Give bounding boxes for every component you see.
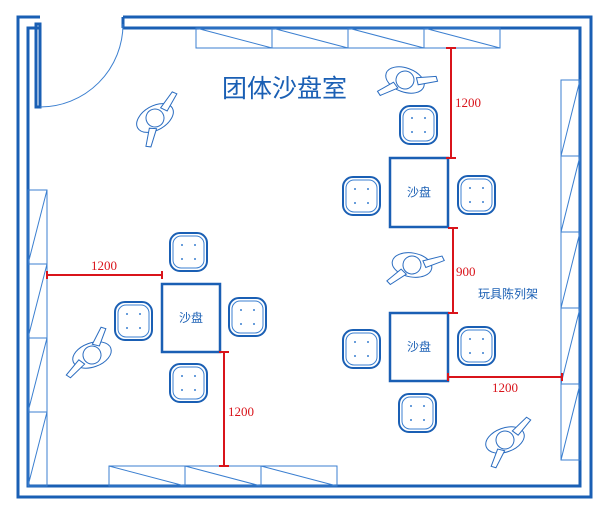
right-shelf <box>560 155 581 233</box>
door-leaf <box>34 22 42 109</box>
right-shelf <box>560 79 581 157</box>
dimension-label: 900 <box>456 264 476 279</box>
left-shelf <box>27 263 48 339</box>
shelf-label: 玩具陈列架 <box>478 286 538 301</box>
sandtray-table: 沙盘 <box>160 282 222 354</box>
stool <box>169 363 208 403</box>
right-shelf <box>560 307 581 385</box>
bottom-cabinet <box>184 465 262 487</box>
dimension-line: 1200 <box>446 47 481 159</box>
table-label: 沙盘 <box>407 339 431 354</box>
dimension-line: 1200 <box>219 351 254 467</box>
dimension-lines: 1200 900 1200 1200 1200 <box>46 47 563 467</box>
dimension-label: 1200 <box>228 404 254 419</box>
door-swing-arc <box>39 23 124 108</box>
person-figure <box>376 66 439 97</box>
room-title: 团体沙盘室 <box>222 74 347 103</box>
people <box>65 66 532 469</box>
stool <box>457 326 496 366</box>
dimension-label: 1200 <box>492 380 518 395</box>
stool <box>398 393 437 433</box>
bottom-cabinet <box>260 465 338 487</box>
dimension-line: 1200 <box>46 258 163 279</box>
top-cabinet <box>347 27 425 49</box>
stool <box>457 175 496 215</box>
top-cabinet <box>423 27 501 49</box>
top-cabinet <box>195 27 273 49</box>
dimension-label: 1200 <box>91 258 117 273</box>
stool <box>342 176 381 216</box>
person-figure <box>136 91 178 148</box>
stool <box>169 232 208 272</box>
dimension-line: 1200 <box>447 373 563 395</box>
sandtray-table: 沙盘 <box>388 156 450 229</box>
table-label: 沙盘 <box>179 310 203 325</box>
person-figure <box>386 252 445 286</box>
right-shelf <box>560 383 581 461</box>
cabinets <box>27 27 581 487</box>
person-figure <box>65 326 112 379</box>
dimension-label: 1200 <box>455 95 481 110</box>
left-shelf <box>27 411 48 487</box>
stool <box>114 301 153 341</box>
stool <box>342 329 381 369</box>
top-cabinet <box>271 27 349 49</box>
left-shelf <box>27 337 48 413</box>
right-shelf <box>560 231 581 309</box>
table-label: 沙盘 <box>407 185 431 200</box>
stool <box>228 297 267 337</box>
person-figure <box>485 416 532 469</box>
left-shelf <box>27 189 48 265</box>
sandtray-table: 沙盘 <box>388 311 450 383</box>
bottom-cabinet <box>108 465 186 487</box>
stool <box>399 105 438 145</box>
dimension-line: 900 <box>448 227 476 314</box>
